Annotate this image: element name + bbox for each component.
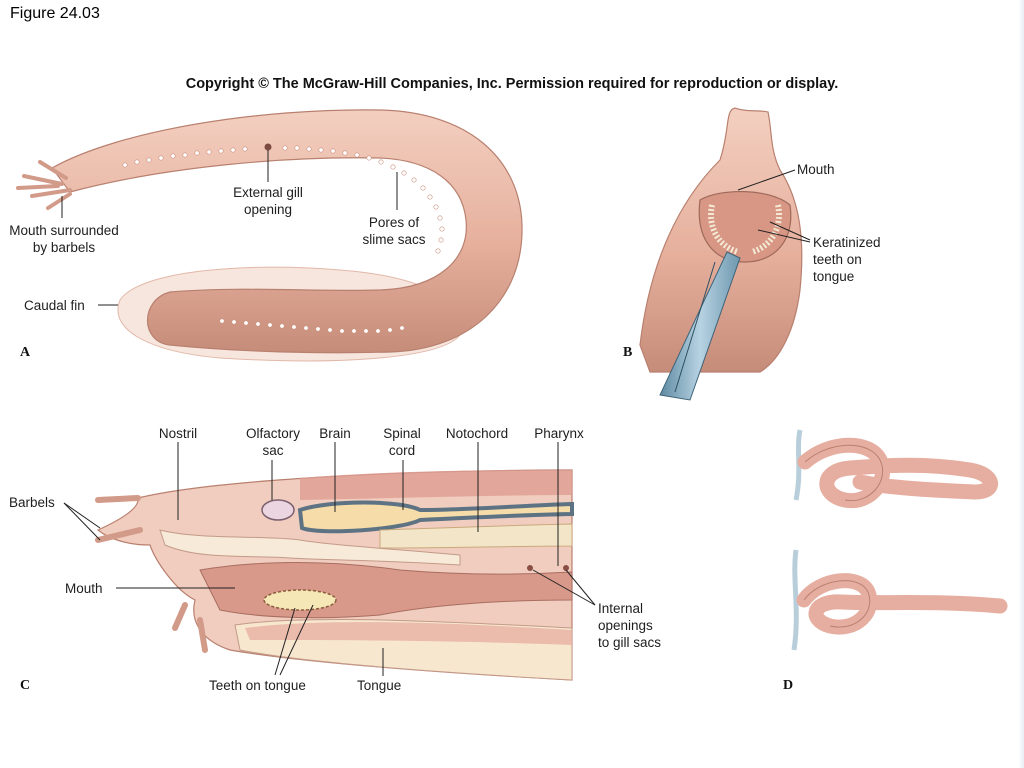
slide-right-edge [1018, 0, 1024, 768]
panel-c-section [63, 442, 596, 681]
label-teeth-on-tongue: Teeth on tongue [209, 678, 306, 693]
barbels-a [16, 160, 72, 210]
panel-b-head [639, 107, 811, 401]
label-olfactory-sac: Olfactory sac [236, 425, 310, 459]
label-tongue: Tongue [357, 678, 402, 693]
label-pores-line1: Pores of [368, 215, 420, 230]
panel-d-knotting [791, 429, 1008, 651]
panel-letter-a: A [20, 345, 31, 360]
label-spinal-cord: Spinal cord [372, 425, 432, 459]
teeth-on-tongue [263, 589, 337, 611]
brain [297, 500, 574, 534]
label-external-gill-opening: External gill opening [222, 184, 314, 218]
notochord [379, 523, 573, 549]
label-brain: Brain [319, 426, 351, 441]
label-notochord: Notochord [445, 426, 509, 441]
label-olfactory-line2: sac [262, 443, 284, 458]
barbels-c [95, 495, 208, 653]
knotted-hagfish-top [797, 437, 998, 509]
dorsal-muscle [300, 470, 572, 500]
olfactory-sac [261, 499, 295, 521]
teeth-row-left [708, 204, 740, 255]
label-mouth-line1: Mouth surrounded [9, 223, 119, 238]
label-internal-line2: openings [598, 618, 653, 633]
hagfish-body [51, 109, 523, 354]
label-barbels: Barbels [9, 495, 55, 510]
internal-opening-1 [527, 565, 533, 571]
label-mouth-c: Mouth [65, 581, 103, 596]
label-internal-line1: Internal [598, 601, 644, 616]
label-pharynx: Pharynx [534, 426, 584, 441]
label-pores-of-slime-sacs: Pores of slime sacs [348, 214, 440, 248]
label-internal-openings: Internal openings to gill sacs [598, 600, 661, 651]
copyright-notice: Copyright © The McGraw-Hill Companies, I… [185, 76, 839, 92]
label-teeth-line3: tongue [813, 269, 855, 284]
slime-pores-upper [122, 145, 445, 254]
label-teeth-line1: Keratinized [813, 235, 881, 250]
label-spinal-line2: cord [388, 443, 416, 458]
label-caudal-fin: Caudal fin [24, 298, 85, 313]
knotted-hagfish-bottom [796, 573, 1008, 635]
label-nostril: Nostril [158, 426, 198, 441]
surface-wall-bottom [791, 549, 799, 651]
label-external-gill-line2: opening [243, 202, 293, 217]
label-external-gill-line1: External gill [233, 185, 303, 200]
teeth-row-right [750, 204, 782, 255]
panel-letter-b: B [623, 345, 633, 360]
label-mouth-surrounded-by-barbels: Mouth surrounded by barbels [0, 222, 128, 256]
label-keratinized-teeth: Keratinized teeth on tongue [813, 234, 881, 285]
internal-opening-2 [563, 565, 569, 571]
panel-a-hagfish [16, 109, 523, 362]
panel-letter-c: C [20, 678, 31, 693]
label-mouth-line2: by barbels [32, 240, 96, 255]
panel-letter-d: D [783, 678, 794, 693]
label-spinal-line1: Spinal [383, 426, 421, 441]
label-internal-line3: to gill sacs [598, 635, 662, 650]
slime-pores-lower [219, 318, 405, 334]
label-mouth-b: Mouth [797, 162, 835, 177]
external-gill-opening [264, 143, 272, 151]
tongue-muscle [245, 622, 572, 645]
figure-title: Figure 24.03 [10, 5, 100, 22]
forceps-instrument [659, 251, 741, 401]
label-teeth-line2: teeth on [813, 252, 862, 267]
label-olfactory-line1: Olfactory [245, 426, 300, 441]
label-pores-line2: slime sacs [362, 232, 426, 247]
nasal-tube [159, 529, 461, 566]
